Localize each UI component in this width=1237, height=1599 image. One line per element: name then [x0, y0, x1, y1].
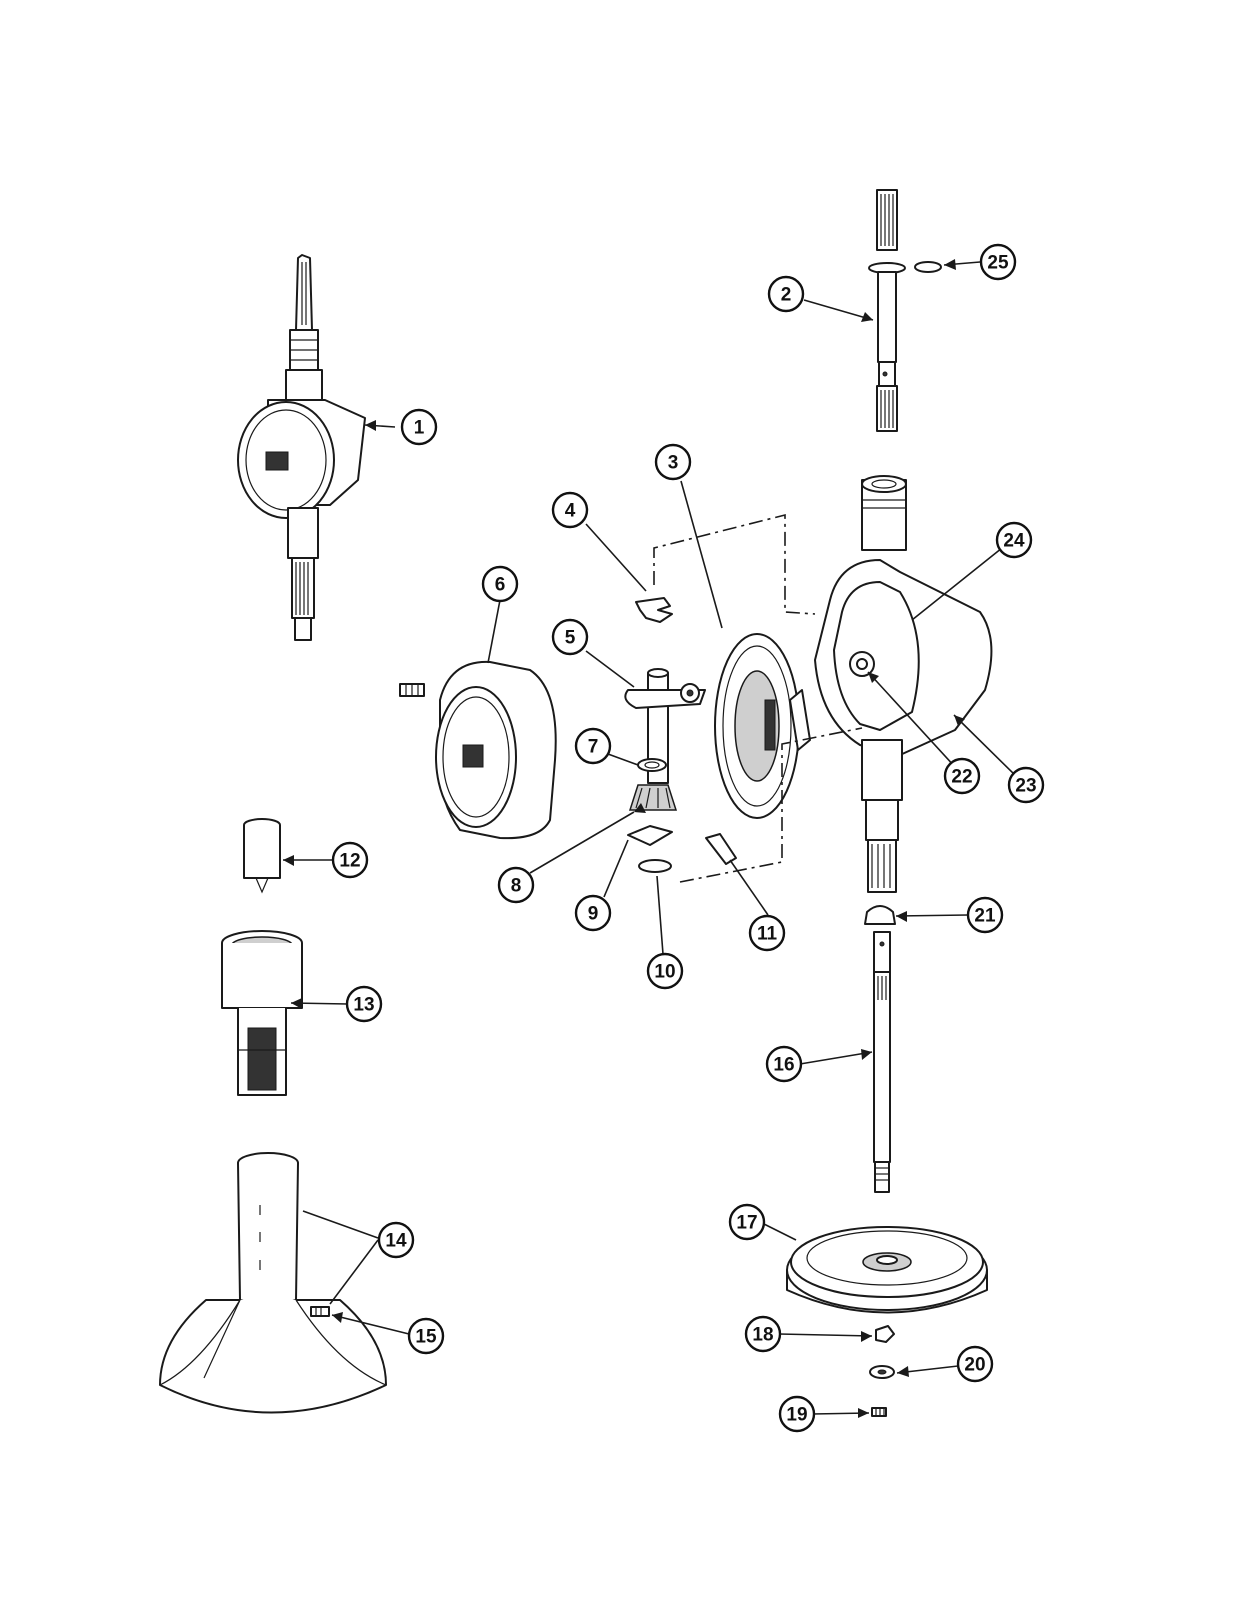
part-25-ring: [914, 261, 942, 273]
callout-22: 22: [943, 757, 981, 795]
callout-3: 3: [654, 443, 692, 481]
callout-16: 16: [765, 1045, 803, 1083]
callout-11: 11: [748, 914, 786, 952]
phantom-line: [653, 513, 816, 615]
part-5-yoke: [624, 668, 706, 784]
callout-8: 8: [497, 866, 535, 904]
part-1-transmission-assembly: [237, 254, 366, 641]
leader-lines: [283, 261, 1021, 1415]
part-18-nut: [875, 1325, 895, 1343]
callout-19: 19: [778, 1395, 816, 1433]
callout-21: 21: [966, 896, 1004, 934]
callout-12: 12: [331, 841, 369, 879]
callout-6: 6: [481, 565, 519, 603]
callout-label: 9: [588, 904, 599, 925]
callout-5: 5: [551, 618, 589, 656]
callout-25: 25: [979, 243, 1017, 281]
callout-15: 15: [407, 1317, 445, 1355]
part-13-filter: [221, 930, 303, 1096]
part-16-spin-shaft: [873, 931, 891, 1193]
callout-20: 20: [956, 1345, 994, 1383]
callout-label: 7: [588, 737, 599, 758]
part-6-cover: [399, 660, 557, 840]
callout-label: 16: [773, 1055, 794, 1076]
callout-label: 19: [786, 1405, 807, 1426]
part-4-clip: [635, 597, 673, 623]
callout-label: 23: [1015, 776, 1036, 797]
arrowheads: [283, 259, 965, 1418]
part-7-bushing: [637, 758, 667, 772]
callout-label: 24: [1003, 531, 1025, 552]
part-17-pulley: [786, 1226, 988, 1314]
callout-label: 13: [353, 995, 374, 1016]
callout-17: 17: [728, 1203, 766, 1241]
callout-2: 2: [767, 275, 805, 313]
callout-18: 18: [744, 1315, 782, 1353]
part-20-washer: [869, 1365, 895, 1379]
callout-4: 4: [551, 491, 589, 529]
part-10-washer: [638, 859, 672, 873]
callout-label: 14: [385, 1231, 407, 1252]
screw-icon: [310, 1306, 330, 1317]
part-14-agitator-base: [159, 1152, 387, 1414]
phantom-line: [679, 727, 863, 883]
callout-23: 23: [1007, 766, 1045, 804]
part-21-seal: [864, 905, 896, 925]
callout-7: 7: [574, 727, 612, 765]
callout-label: 3: [668, 453, 679, 474]
callout-label: 18: [752, 1325, 773, 1346]
callout-label: 6: [495, 575, 506, 596]
callout-label: 1: [414, 418, 425, 439]
callout-label: 12: [339, 851, 360, 872]
callout-10: 10: [646, 952, 684, 990]
callout-label: 4: [565, 501, 576, 522]
part-8-bevel-gear: [628, 784, 678, 811]
callout-14: 14: [377, 1221, 415, 1259]
callout-label: 22: [951, 767, 972, 788]
part-19-screw: [871, 1407, 887, 1417]
callout-label: 11: [757, 924, 778, 945]
part-3-drive-gear: [714, 633, 811, 819]
callout-label: 5: [565, 628, 576, 649]
screw-icon: [399, 683, 425, 697]
part-23-gear-housing: [814, 475, 993, 893]
part-9-washer: [627, 825, 673, 846]
callout-label: 8: [511, 876, 522, 897]
callout-9: 9: [574, 894, 612, 932]
callout-24: 24: [995, 521, 1033, 559]
callout-13: 13: [345, 985, 383, 1023]
callout-label: 25: [987, 253, 1009, 274]
callout-1: 1: [400, 408, 438, 446]
callout-label: 17: [736, 1213, 757, 1234]
callout-label: 21: [974, 906, 996, 927]
callout-label: 10: [654, 962, 675, 983]
part-11-pin: [705, 833, 737, 865]
callout-label: 20: [964, 1355, 985, 1376]
part-2-shaft: [868, 189, 906, 432]
part-12-bearing-sleeve: [243, 818, 281, 894]
callout-label: 15: [415, 1327, 437, 1348]
callout-label: 2: [781, 285, 792, 306]
